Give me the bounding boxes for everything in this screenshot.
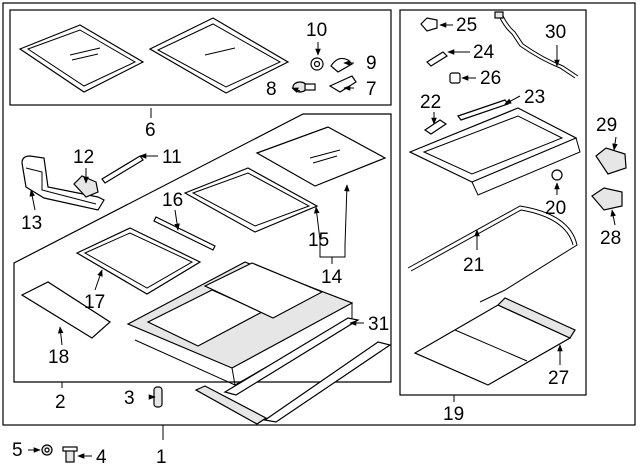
motor-28	[591, 187, 623, 211]
grommet	[310, 57, 324, 71]
callout-3: 3	[124, 388, 135, 409]
callout-11: 11	[162, 147, 182, 168]
callout-29: 29	[596, 115, 617, 136]
callout-24: 24	[473, 42, 495, 63]
sunshade-27	[413, 297, 576, 386]
callout-23: 23	[524, 87, 545, 108]
callout-9: 9	[366, 53, 377, 74]
callout-2: 2	[55, 392, 66, 413]
rail-lower	[263, 341, 392, 423]
callout-27: 27	[548, 368, 569, 389]
bolt-4	[62, 446, 78, 463]
callout-16: 16	[162, 190, 183, 211]
fastener-bolt	[292, 81, 316, 93]
callout-19: 19	[443, 404, 464, 425]
callout-21: 21	[463, 255, 484, 276]
bracket-12	[73, 175, 99, 198]
callout-31: 31	[368, 314, 389, 335]
callout-28: 28	[600, 228, 621, 249]
callout-17: 17	[84, 292, 105, 313]
cable-21	[407, 205, 578, 303]
nut-5	[41, 444, 53, 456]
rear-glass-14	[255, 126, 387, 187]
outer-assembly-frame	[2, 2, 636, 426]
glass-kit-box	[9, 9, 392, 106]
callout-20: 20	[545, 198, 566, 219]
knob-20	[551, 169, 563, 181]
callout-10: 10	[306, 20, 327, 41]
rail-22	[423, 119, 448, 135]
callout-18: 18	[48, 347, 69, 368]
callout-5: 5	[12, 440, 23, 461]
cap-25	[420, 17, 438, 32]
callout-26: 26	[480, 68, 501, 89]
cap-26	[449, 72, 461, 84]
front-seal-strip	[21, 155, 105, 211]
callout-6: 6	[145, 120, 156, 141]
pin-3	[153, 386, 163, 408]
glass-seal-15	[183, 167, 319, 233]
rail-31	[223, 317, 360, 396]
callout-15: 15	[308, 230, 329, 251]
callout-25: 25	[456, 15, 477, 36]
callout-13: 13	[21, 213, 42, 234]
callout-22: 22	[420, 92, 441, 113]
callout-30: 30	[545, 22, 566, 43]
deflector-16	[153, 216, 216, 251]
callout-8: 8	[266, 79, 277, 100]
front-glass-panel	[18, 24, 145, 93]
frame-assembly	[408, 107, 581, 196]
callout-12: 12	[73, 147, 94, 168]
bracket-24	[426, 51, 448, 67]
rear-glass-panel	[148, 17, 290, 94]
clip-9	[330, 57, 353, 73]
clip-7	[328, 75, 357, 93]
callout-1: 1	[156, 447, 167, 468]
roof-panel-box	[13, 113, 392, 383]
moulding-11	[101, 155, 144, 184]
sunshade-mechanism-box	[399, 9, 587, 396]
roof-frame	[126, 261, 354, 386]
motor-29	[595, 147, 627, 175]
windshield-panel-18	[20, 281, 111, 339]
rear-trim-bar	[194, 385, 268, 425]
callout-14: 14	[321, 267, 343, 288]
callout-4: 4	[96, 447, 107, 468]
front-glass-17	[75, 227, 202, 295]
callout-7: 7	[366, 79, 377, 100]
